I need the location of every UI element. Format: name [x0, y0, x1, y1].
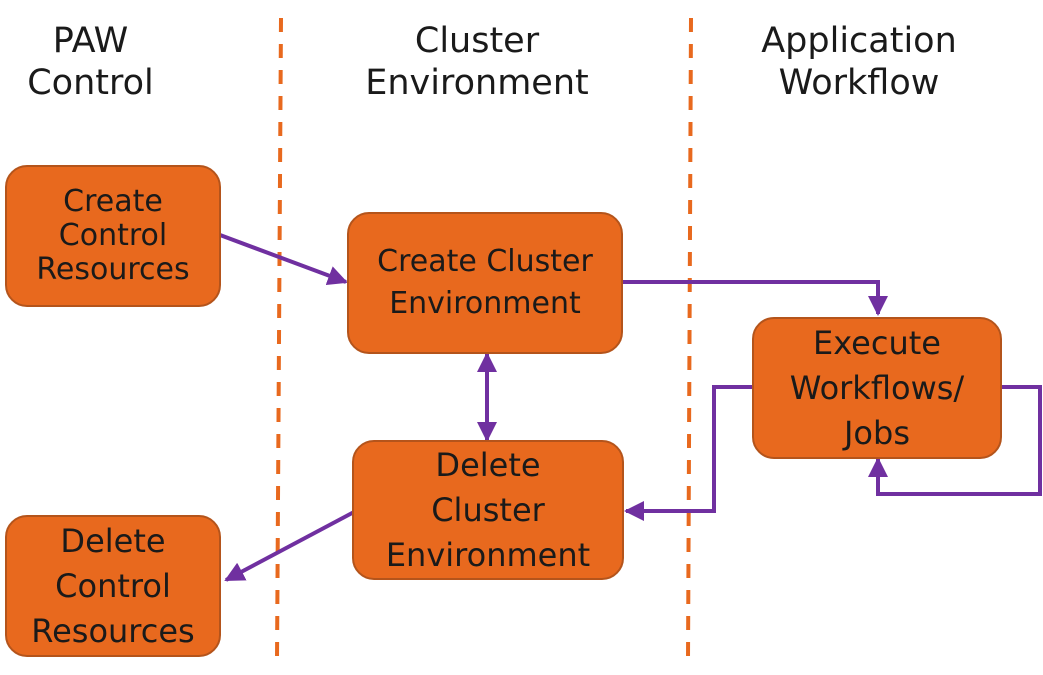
arrow-execute-to-delete-cluster [624, 385, 752, 521]
lane-title-line: Workflow [778, 63, 940, 103]
arrow-create-control-to-create-cluster [219, 233, 348, 286]
node-label-line: Control [58, 218, 168, 253]
node-label-line: Create Cluster [377, 244, 593, 279]
node-create-control-resources: Create Control Resources [5, 165, 221, 307]
lane-title-application-workflow: Application Workflow [748, 20, 970, 104]
lane-divider-1 [275, 17, 283, 661]
arrow-create-cluster-to-execute [622, 280, 888, 316]
node-label-line: Control [55, 566, 171, 605]
node-delete-cluster-environment: Delete Cluster Environment [352, 440, 624, 580]
node-label-line: Resources [31, 611, 195, 650]
node-label-line: Delete [60, 521, 166, 560]
lane-title-paw-control: PAW Control [18, 20, 163, 104]
node-label-line: Delete [435, 445, 541, 484]
node-label-line: Resources [36, 252, 190, 287]
node-delete-control-resources: Delete Control Resources [5, 515, 221, 657]
node-label-line: Workflows/ [789, 368, 965, 407]
node-label-line: Environment [385, 535, 591, 574]
lane-title-cluster-environment: Cluster Environment [362, 20, 592, 104]
node-create-cluster-environment: Create Cluster Environment [347, 212, 623, 354]
lane-divider-2 [686, 17, 693, 661]
node-execute-workflows-jobs: Execute Workflows/ Jobs [752, 317, 1002, 459]
node-label-line: Create [63, 184, 163, 219]
lane-title-line: PAW [52, 21, 129, 61]
lane-title-line: Environment [365, 63, 589, 103]
arrow-execute-loop [868, 385, 1042, 496]
node-label-line: Cluster [431, 490, 545, 529]
arrow-delete-cluster-to-delete-control [224, 510, 355, 582]
node-label-line: Environment [389, 286, 581, 321]
lane-title-line: Application [761, 21, 957, 61]
lane-title-line: Cluster [414, 21, 540, 61]
node-label-line: Execute [813, 323, 941, 362]
node-label-line: Jobs [843, 413, 910, 452]
lane-title-line: Control [27, 63, 154, 103]
